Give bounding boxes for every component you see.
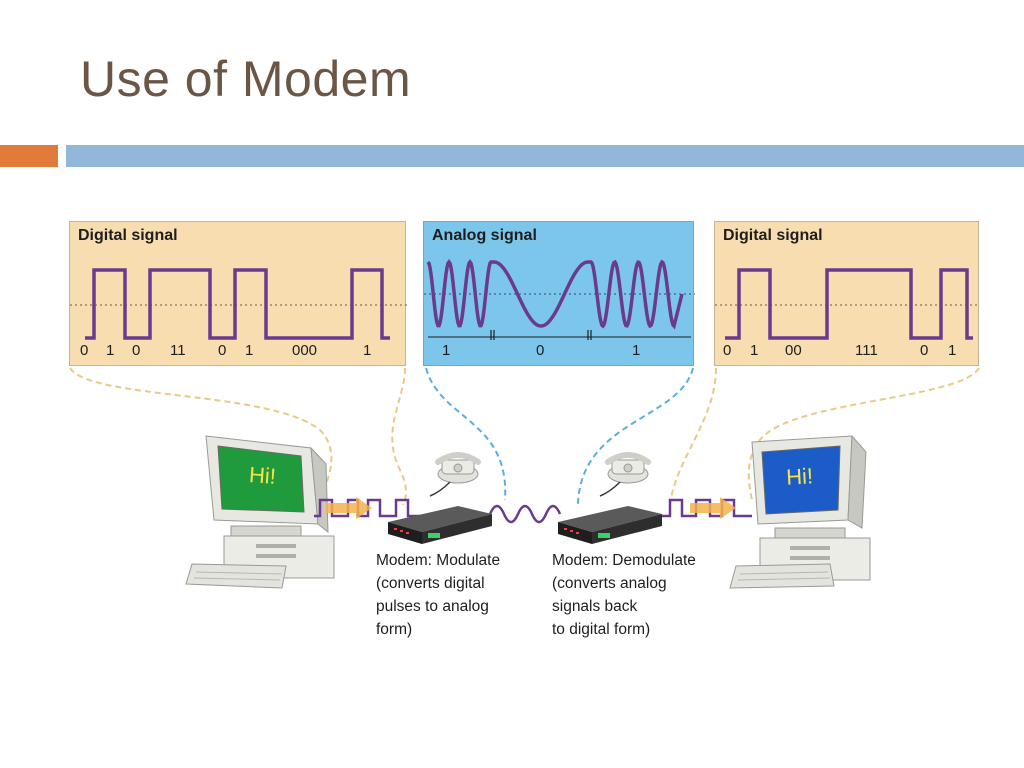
bit-label: 11 [170,342,186,359]
digital-signal-panel-right: Digital signal 0 1 00 111 0 1 [714,221,980,366]
analog-waveform [424,258,695,340]
signal-line [85,268,390,340]
panel-title: Analog signal [432,227,537,244]
screen-text-left: Hi! [248,462,277,489]
screen [761,445,841,515]
telephone-icon [429,452,481,497]
bit-label: 0 [723,342,732,359]
bit-label: 00 [785,342,802,359]
modulate-caption: Modem: Modulate (converts digital pulses… [376,552,501,638]
connector-right-inner [669,367,717,506]
connector-right-outer [747,367,980,501]
bit-label: 1 [632,342,641,359]
slide-title: Use of Modem [80,51,412,107]
accent-bar-blue [66,145,1024,167]
digital-waveform-left [70,268,407,340]
screen [217,445,305,513]
modem-icon [558,506,662,544]
screen-text-right: Hi! [786,463,814,489]
computer-icon [729,434,871,589]
panel-title: Digital signal [78,227,178,244]
analog-signal-panel: Analog signal 1 0 1 [423,221,695,366]
bit-label: 1 [363,342,372,359]
telephone-icon [599,452,651,497]
analog-cable [488,504,562,524]
signal-line [725,268,973,340]
connector-analog-right [577,367,694,506]
digital-cable-right [660,498,752,518]
bit-label: 0 [80,342,89,359]
modem-icon [388,506,492,544]
digital-cable-left [314,498,420,518]
bit-label: 0 [132,342,141,359]
bit-label: 1 [948,342,957,359]
demodulate-caption: Modem: Demodulate (converts analog signa… [552,552,696,638]
connector-left-outer [69,367,333,501]
panel-title: Digital signal [723,227,823,244]
bit-label: 1 [245,342,254,359]
arrow-icon [690,497,736,519]
connector-left-inner [391,367,407,506]
bit-label: 111 [855,342,878,359]
accent-bar-orange [0,145,58,167]
bit-label: 1 [750,342,759,359]
bit-labels: 0 1 00 111 0 1 [715,342,978,364]
bit-labels: 1 0 1 [424,342,693,364]
signal-wave [426,258,684,330]
bit-label: 0 [920,342,929,359]
bit-label: 000 [292,342,318,359]
bit-label: 0 [218,342,227,359]
bit-label: 0 [536,342,545,359]
connector-analog-left [425,367,507,501]
arrow-icon [326,497,372,519]
digital-signal-panel-left: Digital signal 0 1 0 11 0 1 000 1 [69,221,407,366]
digital-waveform-right [715,268,980,340]
bit-label: 1 [106,342,115,359]
bit-label: 1 [442,342,451,359]
computer-icon [185,435,335,589]
bit-labels: 0 1 0 11 0 1 000 1 [70,342,405,364]
